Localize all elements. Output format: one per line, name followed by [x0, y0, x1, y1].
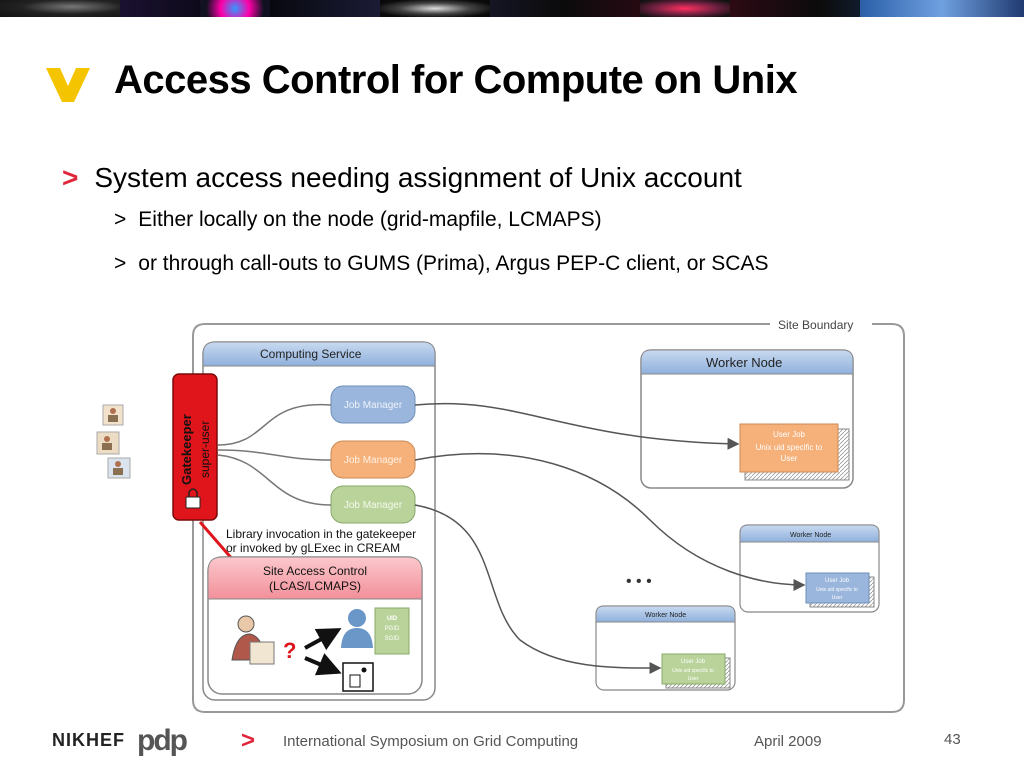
person-icon: [231, 615, 275, 665]
trash-icon: [342, 662, 374, 692]
worker-node-small-label: Worker Node: [790, 532, 831, 539]
job-manager-label: Job Manager: [344, 500, 403, 511]
super-user-label: super-user: [198, 421, 212, 478]
site-access-label-1: Site Access Control: [263, 564, 367, 578]
sgid-label: SGID: [385, 636, 400, 642]
user-job-uid-label: Unix uid specific to: [672, 668, 714, 674]
lock-icon: [185, 488, 201, 509]
library-note-1: Library invocation in the gatekeeper: [226, 527, 416, 541]
connector: [414, 453, 806, 591]
site-boundary: [192, 323, 905, 713]
user-avatar-icon: [96, 431, 120, 455]
page-title: Access Control for Compute on Unix: [114, 58, 798, 102]
sub-bullet-marker: >: [114, 252, 127, 275]
user-job-label: User Job: [825, 578, 850, 584]
arrow-to-trash: [304, 653, 342, 676]
access-control-diagram: Site Boundary Computing Service Gatekeep…: [96, 318, 905, 713]
pdp-logo: pdp: [137, 724, 188, 757]
uid-box: UID PGID SGID: [374, 607, 410, 655]
user-job-label: User Job: [681, 659, 706, 665]
worker-node-small-2: Worker Node User Job Unix uid specific t…: [595, 605, 736, 691]
nikhef-logo: NIKHEF: [52, 730, 125, 750]
user-job-uid-label: Unix uid specific to: [756, 443, 823, 452]
unix-user-icon: [341, 609, 373, 648]
footer-date: April 2009: [754, 733, 822, 750]
user-avatar-icon: [102, 404, 124, 426]
gatekeeper-box: Gatekeeper super-user: [172, 373, 218, 521]
job-manager-green: Job Manager: [330, 485, 416, 524]
ellipsis: • • •: [626, 573, 652, 590]
footer-marker: >: [241, 727, 256, 754]
job-manager-orange: Job Manager: [330, 440, 416, 479]
arrow-to-user: [304, 628, 342, 651]
sub-bullet-1-text: Either locally on the node (grid-mapfile…: [138, 208, 602, 231]
footer-event: International Symposium on Grid Computin…: [283, 733, 579, 750]
worker-node-small-1: Worker Node User Job Unix uid specific t…: [739, 524, 880, 613]
connector: [414, 402, 740, 450]
user-avatar-icon: [107, 457, 131, 479]
connector: [217, 454, 332, 506]
bullet-main: > System access needing assignment of Uni…: [62, 162, 742, 194]
page-number: 43: [944, 731, 961, 748]
connector: [414, 504, 662, 675]
user-job-uid-label: Unix uid specific to: [816, 587, 858, 593]
job-manager-blue: Job Manager: [330, 385, 416, 424]
computing-service-label: Computing Service: [260, 347, 362, 361]
worker-node-label: Worker Node: [706, 355, 782, 370]
site-access-label-2: (LCAS/LCMAPS): [269, 579, 361, 593]
library-note-2: or invoked by gLExec in CREAM: [226, 541, 400, 555]
sub-bullet-1: > Either locally on the node (grid-mapfil…: [114, 208, 602, 232]
user-job-user-label: User: [832, 595, 843, 601]
user-job-user-label: User: [781, 454, 798, 463]
question-mark: ?: [283, 638, 296, 663]
v-logo-icon: [46, 68, 90, 102]
worker-node-main: Worker Node User Job Unix uid specific t…: [640, 349, 854, 489]
sub-bullet-2: > or through call-outs to GUMS (Prima), A…: [114, 252, 768, 276]
user-job-box: User Job Unix uid specific to User: [661, 653, 726, 685]
job-manager-label: Job Manager: [344, 455, 403, 466]
connector: [217, 403, 332, 446]
bullet-marker: >: [62, 162, 79, 193]
connector: [217, 449, 332, 461]
sub-bullet-2-text: or through call-outs to GUMS (Prima), Ar…: [138, 252, 769, 275]
user-job-label: User Job: [773, 430, 806, 439]
site-boundary-label: Site Boundary: [778, 318, 853, 332]
gatekeeper-label: Gatekeeper: [179, 414, 194, 485]
user-job-box: User Job Unix uid specific to User: [739, 423, 839, 473]
user-job-user-label: User: [688, 676, 699, 682]
uid-label: UID: [387, 616, 398, 622]
job-manager-label: Job Manager: [344, 400, 403, 411]
top-banner-image: [0, 0, 1024, 17]
pgid-label: PGID: [385, 626, 400, 632]
bullet-main-text: System access needing assignment of Unix…: [94, 162, 742, 193]
worker-node-small-label: Worker Node: [645, 612, 686, 619]
user-job-box: User Job Unix uid specific to User: [805, 572, 870, 604]
sub-bullet-marker: >: [114, 208, 127, 231]
